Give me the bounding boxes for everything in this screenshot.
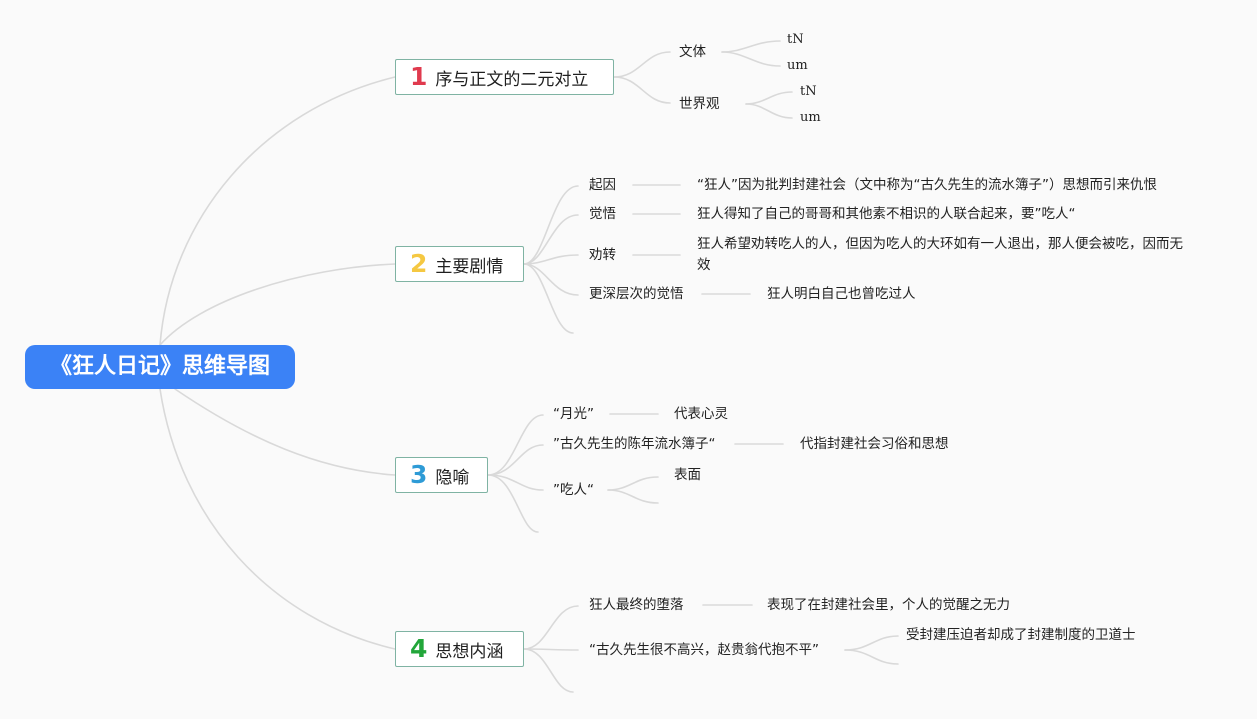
node-juewu[interactable]: 觉悟 — [589, 206, 616, 222]
node-gujiu-unhappy-detail[interactable]: 受封建压迫者却成了封建制度的卫道士 — [906, 627, 1136, 643]
connector-b2-qiyin — [523, 185, 579, 265]
branch-4-label: 思想内涵 — [435, 641, 504, 662]
node-genshenceng-detail[interactable]: 狂人明白自己也曾吃过人 — [767, 286, 916, 302]
connector-b4-duoluo — [523, 605, 579, 650]
connector-wenti-um — [721, 51, 781, 67]
connector-b4-gujiu — [523, 648, 579, 651]
node-genshenceng[interactable]: 更深层次的觉悟 — [589, 286, 684, 302]
root-topic[interactable]: 《狂人日记》思维导图 — [25, 345, 295, 389]
connector-shijieguan-tn — [745, 91, 793, 105]
node-juewu-detail[interactable]: 狂人得知了自己的哥哥和其他素不相识的人联合起来，要”吃人“ — [697, 206, 1076, 222]
node-quanzhuan[interactable]: 劝转 — [589, 247, 616, 263]
connector-b3-gujiu — [487, 444, 544, 476]
connector-b2-empty — [523, 263, 574, 334]
connector-root-branch1 — [159, 76, 396, 346]
connector-gujiu4-empty — [844, 649, 899, 665]
connector-chiren-empty — [607, 489, 659, 504]
connector-b3-yueguang — [487, 414, 544, 476]
branch-1-number: 1 — [410, 62, 428, 91]
node-duoluo-detail[interactable]: 表现了在封建社会里，个人的觉醒之无力 — [767, 597, 1010, 613]
connector-b4-empty — [523, 648, 574, 693]
node-shijieguan-um[interactable]: um — [800, 110, 821, 125]
connector-root-branch2 — [159, 263, 396, 346]
connector-root-branch3 — [174, 388, 396, 476]
node-yueguang-detail[interactable]: 代表心灵 — [674, 406, 728, 422]
node-gujiu-bucket[interactable]: ”古久先生的陈年流水簿子“ — [553, 436, 716, 452]
branch-1-topic[interactable]: 1 序与正文的二元对立 — [395, 59, 614, 95]
connector-shijieguan-um — [745, 103, 793, 119]
connector-b2-quanzhuan — [523, 254, 579, 265]
connector-b3-chiren — [487, 474, 544, 491]
node-yueguang[interactable]: “月光” — [553, 406, 594, 422]
connector-b1-shijieguan — [613, 76, 671, 104]
node-gujiu-bucket-detail[interactable]: 代指封建社会习俗和思想 — [800, 436, 949, 452]
node-qiyin-detail[interactable]: “狂人”因为批判封建社会（文中称为“古久先生的流水簿子”）思想而引来仇恨 — [697, 177, 1157, 193]
node-shijieguan[interactable]: 世界观 — [679, 96, 720, 112]
node-wenti-um[interactable]: um — [787, 58, 808, 73]
branch-2-label: 主要剧情 — [435, 256, 504, 277]
connector-gujiu4-detail — [844, 635, 899, 651]
connector-b3-empty — [487, 474, 539, 533]
node-shijieguan-tn[interactable]: tN — [800, 84, 817, 99]
connector-chiren-biaomian — [607, 476, 659, 491]
connector-root-branch4 — [159, 388, 396, 650]
branch-1-label: 序与正文的二元对立 — [435, 69, 589, 90]
branch-3-label: 隐喻 — [435, 467, 470, 488]
connector-wenti-tn — [721, 40, 781, 53]
branch-3-number: 3 — [410, 460, 428, 489]
node-chiren-biaomian[interactable]: 表面 — [674, 467, 701, 483]
node-gujiu-unhappy[interactable]: “古久先生很不高兴，赵贵翁代抱不平” — [589, 642, 819, 658]
node-duoluo[interactable]: 狂人最终的堕落 — [589, 597, 684, 613]
connector-b1-wenti — [613, 51, 671, 78]
branch-2-topic[interactable]: 2 主要剧情 — [395, 246, 524, 282]
node-chiren[interactable]: ”吃人“ — [553, 482, 594, 498]
connector-b2-juewu — [523, 214, 579, 265]
branch-4-topic[interactable]: 4 思想内涵 — [395, 631, 524, 667]
node-wenti-tn[interactable]: tN — [787, 32, 804, 47]
branch-2-number: 2 — [410, 249, 428, 278]
node-quanzhuan-detail[interactable]: 狂人希望劝转吃人的人，但因为吃人的大环如有一人退出，那人便会被吃，因而无效 — [697, 236, 1183, 273]
node-wenti[interactable]: 文体 — [679, 44, 706, 60]
node-qiyin[interactable]: 起因 — [589, 177, 616, 193]
root-title: 《狂人日记》思维导图 — [49, 354, 270, 379]
branch-4-number: 4 — [410, 634, 428, 663]
branch-3-topic[interactable]: 3 隐喻 — [395, 457, 488, 493]
